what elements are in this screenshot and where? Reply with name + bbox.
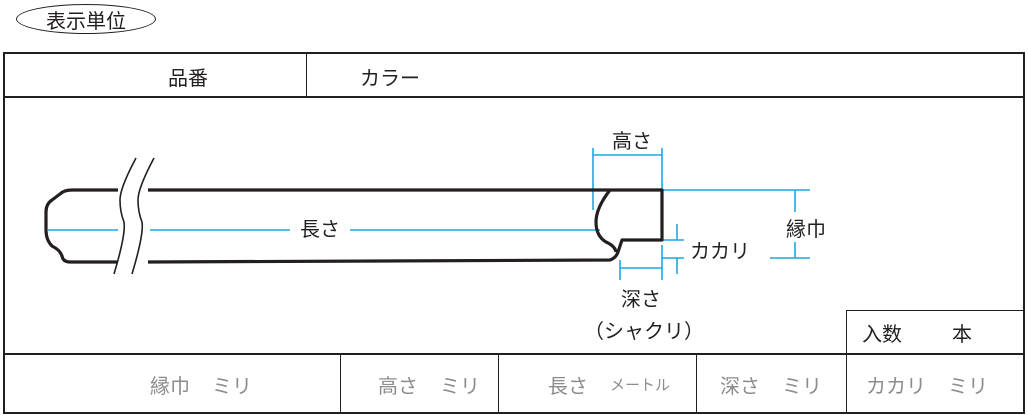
spec-edge-width-label: 縁巾	[150, 373, 190, 398]
spec-height-unit: ミリ	[440, 373, 480, 398]
spec-cell-kakari: カカリ ミリ	[866, 364, 988, 404]
color-text: カラー	[360, 65, 420, 90]
spec-cell-length: 長さ メートル	[548, 364, 670, 404]
display-unit-label: 表示単位	[46, 8, 126, 33]
spec-depth-label: 深さ	[720, 373, 760, 398]
spec-cell-depth: 深さ ミリ	[720, 364, 822, 404]
quantity-label-text: 入数	[862, 321, 902, 346]
spec-length-label: 長さ	[548, 373, 588, 398]
spec-height-label: 高さ	[378, 373, 418, 398]
height-label: 高さ	[612, 129, 652, 153]
header-divider	[3, 96, 1025, 98]
quantity-unit-text: 本	[952, 321, 972, 346]
spec-col-divider-1	[340, 354, 341, 413]
spec-col-divider-2	[498, 354, 499, 413]
length-label: 長さ	[300, 217, 340, 241]
display-unit-badge: 表示単位	[16, 4, 156, 34]
molding-diagram: 長さ 高さ 縁巾 カカリ 深さ （シャクリ）	[44, 129, 826, 343]
spec-depth-unit: ミリ	[782, 373, 822, 398]
profile-left-end	[44, 188, 118, 264]
depth-note-label: （シャクリ）	[584, 319, 704, 343]
spec-cell-edge-width: 縁巾 ミリ	[150, 364, 252, 404]
color-label: カラー	[360, 56, 420, 96]
spec-length-unit: メートル	[610, 375, 671, 394]
quantity-label: 入数	[862, 312, 902, 352]
header-column-divider	[306, 53, 307, 97]
profile-right-end	[147, 188, 664, 264]
spec-cell-height: 高さ ミリ	[378, 364, 480, 404]
spec-sheet-frame	[3, 52, 1025, 414]
break-line-right	[131, 157, 155, 275]
spec-col-divider-3	[696, 354, 697, 413]
spec-kakari-label: カカリ	[866, 373, 926, 398]
spec-kakari-unit: ミリ	[948, 373, 988, 398]
quantity-box-top-border	[846, 310, 1025, 311]
quantity-box-left-border	[846, 310, 847, 354]
quantity-unit: 本	[952, 312, 972, 352]
break-line-left	[113, 157, 137, 275]
profile-inner-curve	[594, 189, 618, 253]
depth-label: 深さ	[621, 287, 661, 311]
kakari-label: カカリ	[690, 239, 750, 263]
edge-width-label: 縁巾	[786, 217, 826, 241]
part-number-text: 品番	[168, 65, 208, 90]
spec-col-divider-4	[846, 354, 847, 413]
part-number-label: 品番	[168, 56, 208, 96]
spec-row-divider	[3, 353, 1025, 355]
spec-edge-width-unit: ミリ	[212, 373, 252, 398]
